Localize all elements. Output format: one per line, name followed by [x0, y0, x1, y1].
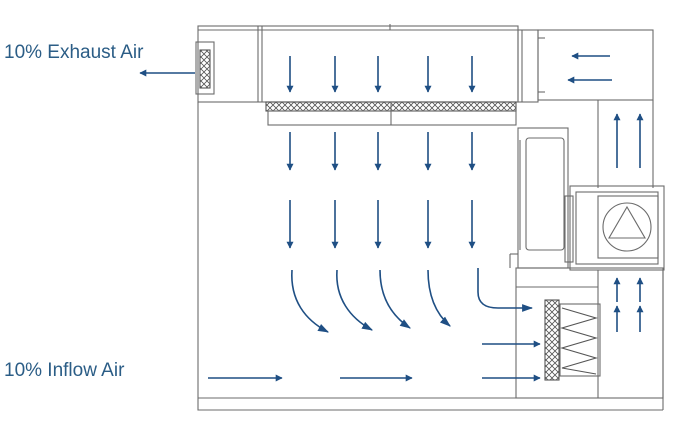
- cabinet-outline: [195, 24, 665, 411]
- inflow-air-label: 10% Inflow Air: [4, 360, 125, 381]
- fan-triangle-icon: [602, 202, 652, 252]
- sash-window: [525, 137, 565, 251]
- pre-filter: [559, 303, 601, 377]
- return-duct: [597, 100, 654, 188]
- cabinet-left-bottom-wall: [197, 102, 663, 411]
- airflow-arrows: [139, 52, 644, 382]
- fan-box: [569, 185, 665, 271]
- hepa-filter-icon: [544, 299, 560, 381]
- exhaust-filter-housing: [195, 41, 215, 95]
- top-duct: [537, 29, 654, 101]
- exhaust-filter-icon: [199, 49, 211, 89]
- diffuser-plate: [267, 110, 517, 126]
- lower-plenum: [515, 267, 664, 399]
- duct-collar: [517, 29, 539, 103]
- exhaust-air-label: 10% Exhaust Air: [4, 42, 144, 63]
- top-plenum: [197, 25, 519, 103]
